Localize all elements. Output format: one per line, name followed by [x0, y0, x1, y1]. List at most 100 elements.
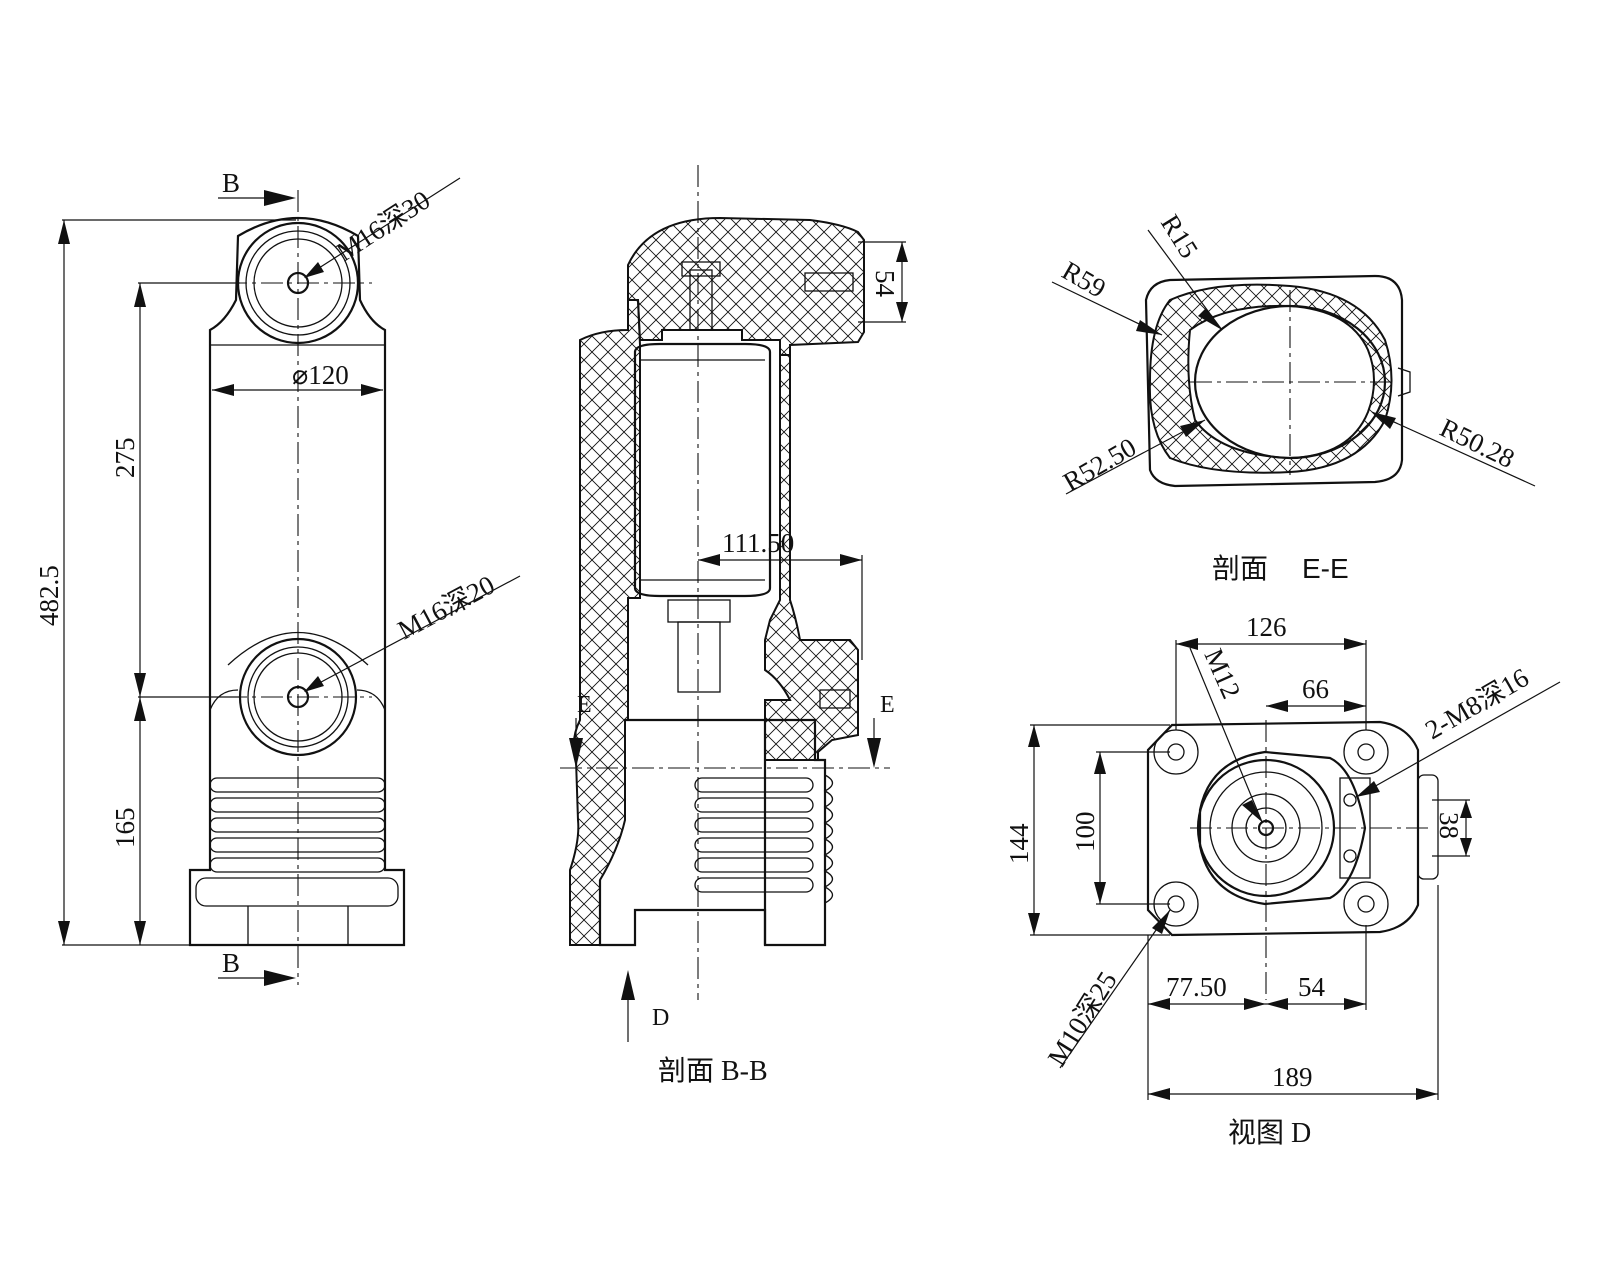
view-d-arrow [1344, 638, 1366, 650]
section-ee-arrow [1136, 320, 1162, 335]
radius-59: R59 [1057, 255, 1111, 303]
dim-77: 77.50 [1166, 972, 1227, 1002]
dim-144: 144 [1004, 823, 1034, 864]
front-view-line [307, 177, 461, 276]
front-view-arrow [134, 921, 146, 945]
section-ee-line [1371, 411, 1536, 487]
section-ee-caption-suffix: E-E [1302, 553, 1349, 584]
radius-15: R15 [1155, 209, 1204, 263]
section-marker-b-top: B [222, 168, 240, 198]
view-d-arrow [1344, 998, 1366, 1010]
view-d-arrow [1148, 998, 1170, 1010]
front-view-arrow [304, 262, 324, 278]
view-d-line [1189, 647, 1263, 823]
section-bb-shape [681, 261, 721, 277]
radius-52: R52.50 [1058, 432, 1141, 497]
section-bb-caption: 剖面 B-B [658, 1055, 768, 1087]
section-marker-b-bottom: B [222, 948, 240, 978]
view-d-arrow [1028, 725, 1040, 747]
view-d-arrow [1460, 800, 1472, 818]
view-d-arrow [1356, 781, 1380, 797]
m8-hole [1343, 849, 1357, 863]
dim-upper: 275 [110, 438, 140, 479]
corner-hole [1357, 743, 1375, 761]
thread-label-upper: M16深30 [331, 185, 435, 267]
section-bb-head [627, 216, 865, 356]
section-ee-arrow [1372, 412, 1396, 429]
view-marker-d: D [652, 1005, 669, 1031]
dim-offset: 111.50 [722, 528, 794, 558]
corner-hole [1167, 743, 1185, 761]
front-view-arrow [361, 384, 383, 396]
thread-label-lower: M16深20 [393, 570, 500, 646]
section-bb-shape [804, 272, 854, 292]
view-d-arrow [1094, 752, 1106, 774]
view-d-arrow [1416, 1088, 1438, 1100]
front-view: B B M16深30 M16深20 ⌀120 482.5 275 [34, 168, 521, 986]
section-bb-arrow [569, 738, 583, 768]
dim-100: 100 [1070, 812, 1100, 853]
vacuum-interrupter [633, 342, 772, 598]
section-bb-shape [694, 797, 814, 813]
view-d-caption: 视图 D [1228, 1117, 1311, 1149]
section-bb-arrow [896, 302, 908, 322]
section-bb-shape [819, 689, 851, 709]
section-marker-e-right: E [880, 692, 895, 718]
front-view-arrow [134, 673, 146, 697]
thread-bottom: M10深25 [1042, 966, 1123, 1071]
m8-hole [1343, 793, 1357, 807]
view-d-line [1059, 909, 1171, 1069]
section-ee-line [1065, 419, 1206, 495]
view-d-arrow [1028, 913, 1040, 935]
view-d-arrow [1244, 998, 1266, 1010]
front-view-outline [188, 216, 406, 947]
view-d-circle [1343, 729, 1389, 775]
view-d-arrow [1266, 700, 1288, 712]
section-bb-bellows [694, 774, 834, 904]
section-bb-left-wall [569, 299, 641, 946]
view-d-outline [1146, 720, 1420, 937]
section-bb-shape [677, 621, 721, 693]
section-ee-caption-prefix: 剖面 [1212, 553, 1268, 585]
section-ee-insulation [1148, 283, 1393, 474]
radius-50: R50.28 [1435, 412, 1519, 473]
front-view-arrow [212, 384, 234, 396]
view-d-arrow [1148, 1088, 1170, 1100]
view-d-arrow [1176, 638, 1198, 650]
front-view-arrow [134, 283, 146, 307]
section-ee-shape [1397, 367, 1411, 397]
section-bb-shape [689, 269, 713, 331]
section-bb-shape [667, 599, 731, 623]
front-view-arrow [58, 220, 70, 244]
section-marker-e-left: E [577, 692, 592, 718]
corner-hole [1167, 895, 1185, 913]
dim-38: 38 [1434, 812, 1464, 839]
section-bb-arrow [698, 554, 720, 566]
thread-center: M12 [1199, 644, 1247, 703]
section-bb-right-wall [764, 354, 859, 761]
section-bb-shape [694, 777, 814, 793]
diameter-label: ⌀120 [292, 360, 349, 390]
view-d-arrow [1460, 838, 1472, 856]
dim-total-height: 482.5 [34, 565, 64, 626]
section-bb-arrow [840, 554, 862, 566]
section-ee-view: R59 R15 R52.50 R50.28 剖面 E-E [1051, 209, 1536, 585]
dim-66: 66 [1302, 674, 1329, 704]
corner-hole [1357, 895, 1375, 913]
section-bb-arrow [621, 970, 635, 1000]
view-d-arrow [1266, 998, 1288, 1010]
view-d: 126 66 M12 2-M8深16 144 100 38 [1004, 612, 1561, 1149]
view-d-arrow [1094, 882, 1106, 904]
thread-holes: 2-M8深16 [1420, 662, 1534, 745]
front-view-arrow [304, 676, 324, 692]
front-view-arrow [134, 697, 146, 721]
view-d-shape [1417, 774, 1439, 880]
section-bb-shape [694, 817, 814, 833]
view-d-arrow [1242, 800, 1262, 822]
section-ee-arrow [1198, 308, 1222, 330]
view-d-arrow [1344, 700, 1366, 712]
dim-189: 189 [1272, 1062, 1313, 1092]
front-view-arrow [264, 190, 296, 206]
front-view-arrow [58, 921, 70, 945]
